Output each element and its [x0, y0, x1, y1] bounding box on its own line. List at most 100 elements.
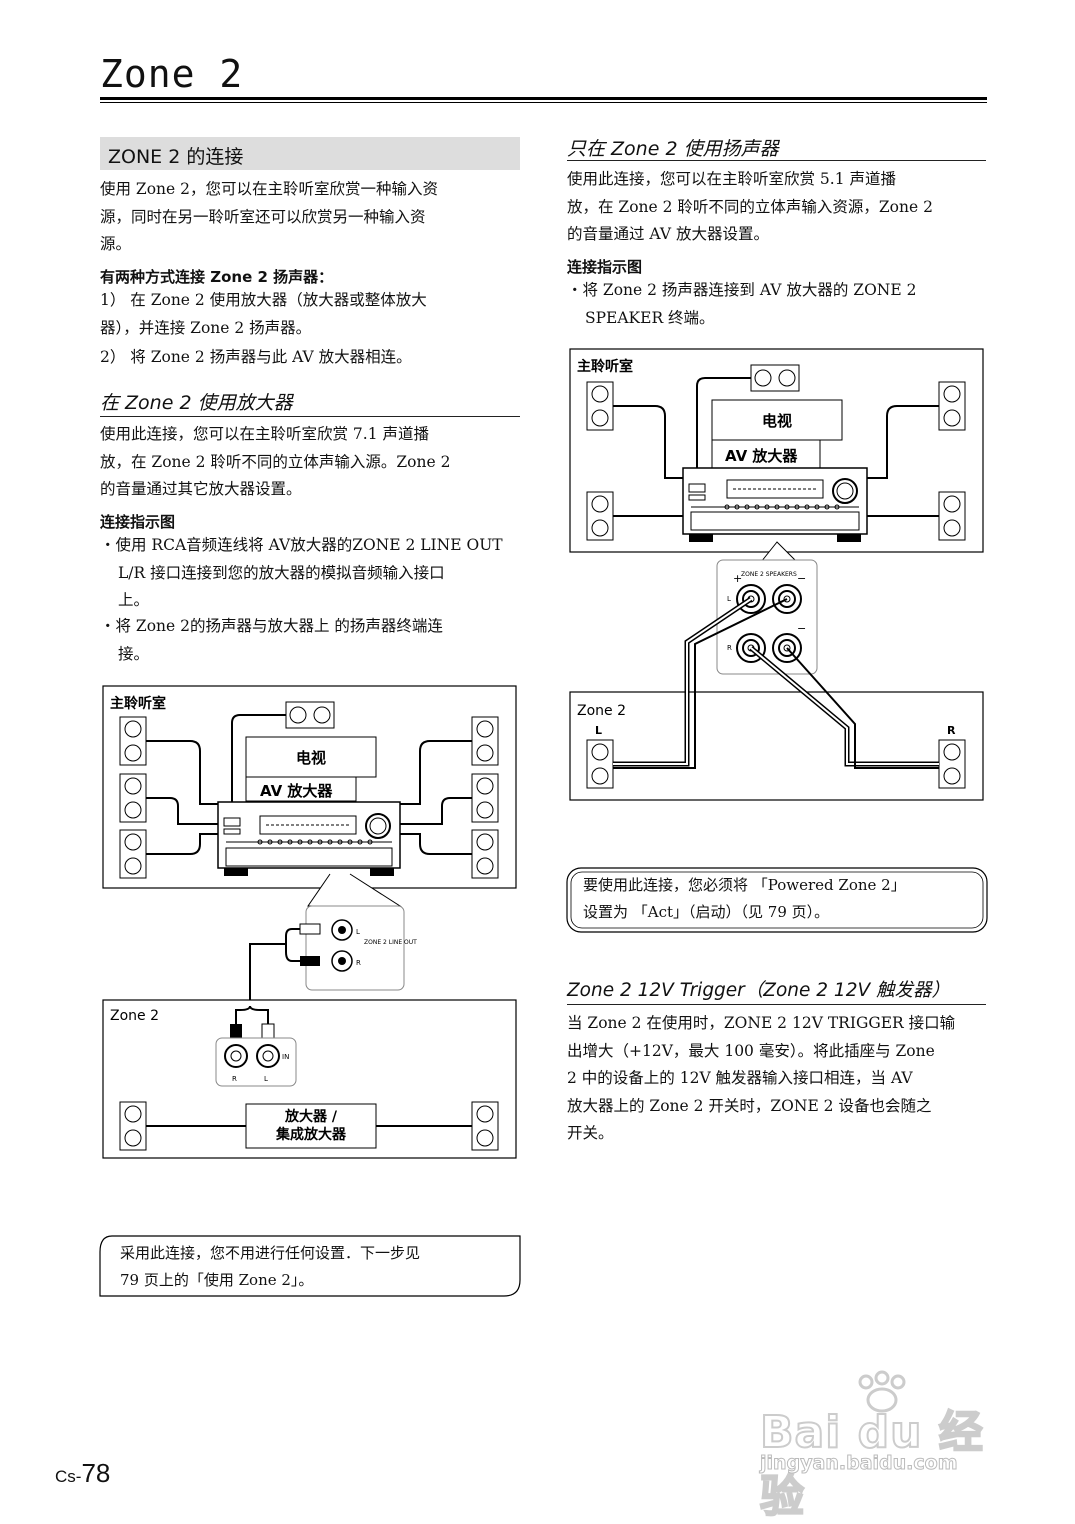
- minus-sign-2: −: [797, 622, 806, 635]
- watermark-brand: Bai du 经验: [759, 1406, 984, 1523]
- right-note-line: 要使用此连接，您必须将 「Powered Zone 2」: [583, 876, 906, 894]
- bullet-1: ・使用 RCA音频连线将 AV放大器的ZONE 2 LINE OUT L/R 接…: [100, 532, 525, 615]
- speakers-label: ZONE 2 SPEAKERS: [741, 571, 797, 578]
- speaker-left-1: [119, 716, 147, 766]
- tv-label: 电视: [296, 749, 326, 767]
- bullet-2-line: 接。: [118, 644, 150, 663]
- baidu-watermark: Bai du 经验 jingyan.baidu.com: [759, 1370, 1020, 1523]
- line-out-label: ZONE 2 LINE OUT: [364, 939, 417, 946]
- way-2: 2） 将 Zone 2 扬声器与此 AV 放大器相连。: [100, 348, 412, 366]
- bullet-2-line: ・将 Zone 2的扬声器与放大器上 的扬声器终端连: [100, 617, 443, 635]
- zone2-amp-label-1: 放大器 /: [284, 1108, 338, 1125]
- zone2-label-right: Zone 2: [577, 703, 626, 719]
- guide-heading-left: 连接指示图: [100, 513, 176, 531]
- amp-heading: 在 Zone 2 使用放大器: [100, 392, 293, 414]
- speaker-line: 放，在 Zone 2 聆听不同的立体声输入资源，Zone 2: [567, 197, 933, 216]
- av-receiver: [217, 801, 401, 876]
- trigger-line: 放大器上的 Zone 2 开关时，ZONE 2 设备也会随之: [567, 1096, 932, 1115]
- trigger-heading-rule: [567, 1004, 986, 1005]
- speaker-right-3: [471, 829, 499, 879]
- left-note-line: 79 页上的「使用 Zone 2」。: [120, 1271, 314, 1289]
- bullet-1-line: 上。: [118, 591, 150, 609]
- section-heading: ZONE 2 的连接: [108, 146, 244, 168]
- line-out-l: L: [356, 928, 360, 936]
- amp-input-callout: [215, 1037, 297, 1087]
- right-bullet-line: ・将 Zone 2 扬声器连接到 AV 放大器的 ZONE 2: [567, 281, 917, 299]
- way-1-line: 1） 在 Zone 2 使用放大器（放大器或整体放大: [100, 291, 427, 309]
- center-speaker: [285, 701, 335, 729]
- amp-paragraph: 使用此连接，您可以在主聆听室欣赏 7.1 声道播 放，在 Zone 2 聆听不同…: [100, 421, 520, 504]
- page-number-value: 78: [81, 1458, 111, 1488]
- right-note-line: 设置为 「Act」（启动）（见 79 页）。: [583, 903, 830, 921]
- av-receiver-right: [682, 467, 868, 542]
- right-note-box: [566, 867, 988, 933]
- guide-heading-right: 连接指示图: [567, 258, 643, 276]
- bullet-1-line: ・使用 RCA音频连线将 AV放大器的ZONE 2 LINE OUT: [100, 536, 503, 554]
- minus-sign: −: [797, 572, 806, 585]
- term-r: R: [727, 644, 732, 652]
- speaker-paragraph: 使用此连接，您可以在主聆听室欣赏 5.1 声道播 放，在 Zone 2 聆听不同…: [567, 166, 992, 249]
- right-note: 要使用此连接，您必须将 「Powered Zone 2」 设置为 「Act」（启…: [583, 872, 906, 926]
- intro-line: 源。: [100, 235, 132, 253]
- input-l: L: [264, 1075, 268, 1083]
- trigger-line: 2 中的设备上的 12V 触发器输入接口相连，当 AV: [567, 1069, 913, 1087]
- paw-logo-icon: [858, 1370, 906, 1413]
- bullet-2: ・将 Zone 2的扬声器与放大器上 的扬声器终端连 接。: [100, 613, 525, 668]
- zone2-box-right: [569, 691, 984, 801]
- speaker-left-3: [119, 829, 147, 879]
- speaker-r-left-1: [586, 381, 614, 431]
- left-note-box: [99, 1235, 521, 1297]
- trigger-line: 出增大（+12V，最大 100 毫安）。将此插座与 Zone: [567, 1041, 935, 1060]
- section-heading-bar: ZONE 2 的连接: [100, 137, 520, 170]
- speaker-left-2: [119, 773, 147, 823]
- av-amp-label: AV 放大器: [260, 782, 333, 800]
- input-r: R: [232, 1075, 237, 1083]
- term-l: L: [727, 595, 731, 603]
- title-rule: [100, 97, 987, 100]
- trigger-line: 当 Zone 2 在使用时，ZONE 2 12V TRIGGER 接口输: [567, 1014, 956, 1032]
- way-1: 1） 在 Zone 2 使用放大器（放大器或整体放大 器），并连接 Zone 2…: [100, 287, 520, 342]
- bullet-1-line: L/R 接口连接到您的放大器的模拟音频输入接口: [118, 563, 445, 582]
- trigger-line: 开关。: [567, 1124, 614, 1142]
- right-bullet: ・将 Zone 2 扬声器连接到 AV 放大器的 ZONE 2 SPEAKER …: [567, 277, 992, 332]
- speaker-line: 的音量通过 AV 放大器设置。: [567, 225, 769, 243]
- amp-line: 的音量通过其它放大器设置。: [100, 480, 302, 498]
- line-out-r: R: [356, 959, 361, 967]
- right-connection-diagram: 主聆听室 电视 AV 放大器 ZONE 2 SPEAKERS + − − L R: [569, 348, 984, 801]
- zone2-amp-box: [245, 1103, 377, 1149]
- tv-label-right: 电视: [762, 412, 792, 430]
- speaker-right-2: [471, 773, 499, 823]
- speaker-line: 使用此连接，您可以在主聆听室欣赏 5.1 声道播: [567, 170, 897, 188]
- way-1-line: 器），并连接 Zone 2 扬声器。: [100, 318, 312, 337]
- amp-heading-rule: [100, 416, 520, 417]
- zone2-speaker-right: [471, 1101, 499, 1151]
- main-room-label-right: 主聆听室: [577, 358, 633, 375]
- trigger-paragraph: 当 Zone 2 在使用时，ZONE 2 12V TRIGGER 接口输 出增大…: [567, 1010, 992, 1148]
- amp-line: 放，在 Zone 2 聆听不同的立体声输入源。Zone 2: [100, 452, 451, 471]
- title-rule-thin: [100, 102, 987, 103]
- input-in: IN: [282, 1053, 289, 1061]
- speaker-heading: 只在 Zone 2 使用扬声器: [567, 138, 779, 160]
- center-speaker-right: [750, 364, 800, 392]
- page-number: Cs-78: [55, 1458, 110, 1489]
- line-out-callout: [305, 905, 405, 991]
- intro-line: 使用 Zone 2，您可以在主聆听室欣赏一种输入资: [100, 180, 438, 198]
- left-note: 采用此连接，您不用进行任何设置．下一步见 79 页上的「使用 Zone 2」。: [120, 1240, 420, 1294]
- speaker-r-left-2: [586, 491, 614, 541]
- left-connection-diagram: 主聆听室 电视 AV 放大器 L R ZONE 2 LINE OUT: [102, 685, 517, 1159]
- right-bullet-line: SPEAKER 终端。: [585, 308, 715, 327]
- speaker-heading-rule: [567, 160, 986, 161]
- left-note-line: 采用此连接，您不用进行任何设置．下一步见: [120, 1244, 421, 1262]
- plus-sign: +: [733, 572, 742, 585]
- speaker-r-right-1: [938, 381, 966, 431]
- intro-line: 源，同时在另一聆听室还可以欣赏另一种输入资: [100, 207, 426, 226]
- amp-line: 使用此连接，您可以在主聆听室欣赏 7.1 声道播: [100, 425, 430, 443]
- speaker-right-1: [471, 716, 499, 766]
- tv-box: [245, 736, 377, 778]
- trigger-heading: Zone 2 12V Trigger（Zone 2 12V 触发器）: [567, 980, 950, 1001]
- zone2-speaker-l: [586, 739, 614, 789]
- intro-paragraph: 使用 Zone 2，您可以在主聆听室欣赏一种输入资 源，同时在另一聆听室还可以欣…: [100, 176, 520, 259]
- zone2-label: Zone 2: [110, 1008, 159, 1024]
- watermark-url: jingyan.baidu.com: [760, 1452, 958, 1475]
- main-room-label: 主聆听室: [110, 695, 166, 712]
